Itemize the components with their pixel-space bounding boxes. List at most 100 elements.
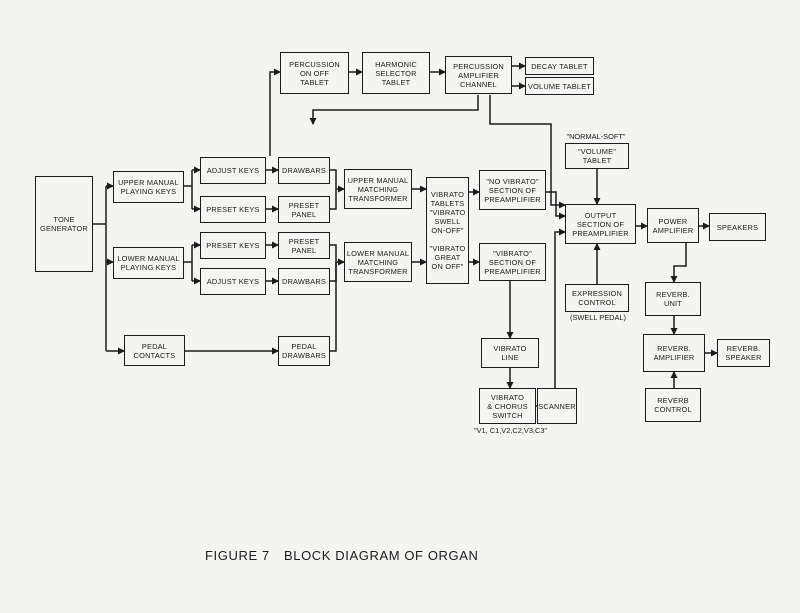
text-line: TONE xyxy=(53,215,75,224)
text-line: PRESET KEYS xyxy=(206,205,260,214)
text-line: VIBRATO xyxy=(490,392,525,402)
wire-power-reverb xyxy=(670,243,687,283)
text-line: HARMONIC xyxy=(375,59,417,69)
text-line: VOLUME TABLET xyxy=(527,81,592,91)
text-line: PANEL xyxy=(291,245,317,255)
text-line: CONTACTS xyxy=(133,350,176,360)
decay-tablet-block: DECAY TABLET xyxy=(525,57,594,75)
reverb-unit-block: REVERB.UNIT xyxy=(645,282,701,316)
text-line: CONTROL xyxy=(578,298,616,307)
text-line: SECTION OF xyxy=(576,219,625,229)
text-line: REVERB. xyxy=(656,290,690,299)
swell-pedal-label: (SWELL PEDAL) xyxy=(562,313,634,322)
wire-upper-split xyxy=(184,170,200,209)
wire-pedal-bus xyxy=(330,262,337,352)
text-line: PLAYING KEYS xyxy=(120,263,177,272)
text-line: TABLET xyxy=(300,77,329,87)
wire-scanner-output xyxy=(554,228,566,388)
text-line: AMPLIFIER xyxy=(653,353,695,362)
text-line xyxy=(446,235,448,244)
text-line: "NO VIBRATO" xyxy=(486,176,539,186)
text-line: PANEL xyxy=(291,209,317,219)
text-line: V3,C3" xyxy=(523,426,548,435)
text-line: SELECTOR xyxy=(375,68,417,78)
wire-no-output xyxy=(546,191,566,220)
text-line: CHANNEL xyxy=(460,79,497,89)
scanner-block: SCANNER xyxy=(537,388,577,424)
text-line: UPPER MANUAL xyxy=(347,175,409,185)
text-line: SWITCH xyxy=(492,410,523,420)
text-line: DRAWBARS xyxy=(281,166,327,175)
text-line: V2,C2, xyxy=(501,426,524,435)
text-line: LOWER MANUAL xyxy=(346,248,410,258)
text-line: TABLETS xyxy=(430,199,465,208)
text-line: VIBRATO xyxy=(430,190,465,199)
text-line: UPPER MANUAL xyxy=(118,178,179,187)
text-line: ON-OFF" xyxy=(431,226,464,235)
figure-number: FIGURE 7 xyxy=(205,548,270,563)
text-line: TRANSFORMER xyxy=(348,266,408,276)
text-line: (SWELL PEDAL) xyxy=(570,313,626,322)
text-line: "V1, C1, xyxy=(474,426,502,435)
text-line: MATCHING xyxy=(357,257,399,267)
text-line: SWELL xyxy=(434,217,461,226)
text-line: REVERB xyxy=(657,396,689,405)
text-line: "VIBRATO xyxy=(429,208,466,217)
reverb-amplifier-block: REVERB.AMPLIFIER xyxy=(643,334,705,372)
volume-tablet-mid-block: "VOLUME"TABLET xyxy=(565,143,629,169)
text-line: SPEAKER xyxy=(725,353,762,362)
text-line: PREAMPLIFIER xyxy=(484,194,541,204)
text-line: "VOLUME" xyxy=(577,147,617,156)
text-line: DRAWBARS xyxy=(281,277,327,286)
figure-title: BLOCK DIAGRAM OF ORGAN xyxy=(283,548,479,563)
text-line: MATCHING xyxy=(357,184,399,194)
text-line: PREAMPLIFIER xyxy=(484,266,541,276)
text-line: ON OFF" xyxy=(431,262,464,271)
text-line: PRESET KEYS xyxy=(206,241,260,250)
text-line: ADJUST KEYS xyxy=(206,166,260,175)
text-line: REVERB. xyxy=(726,344,761,353)
text-line: DRAWBARS xyxy=(281,351,327,360)
text-line: ON OFF xyxy=(299,68,330,78)
text-line: LOWER MANUAL xyxy=(117,254,180,263)
text-line: SPEAKERS xyxy=(716,222,759,232)
text-line: PRESET xyxy=(288,200,320,210)
text-line: AMPLIFIER xyxy=(652,225,694,235)
wire-amp-to-drawbars xyxy=(309,95,479,125)
text-line: PERCUSSION xyxy=(289,59,340,69)
text-line: SCANNER xyxy=(538,401,576,411)
text-line: VIBRATO xyxy=(493,344,527,353)
text-line: DECAY TABLET xyxy=(531,61,588,71)
text-line: PREAMPLIFIER xyxy=(572,228,629,238)
switch-positions-label: "V1, C1,V2,C2,V3,C3" xyxy=(474,426,547,435)
wire-lower-split xyxy=(184,245,200,281)
text-line: REVERB. xyxy=(657,344,691,353)
wire-to-percussion-onoff xyxy=(269,68,281,156)
text-line: GENERATOR xyxy=(40,224,88,233)
text-line: ADJUST KEYS xyxy=(206,277,260,286)
text-line: UNIT xyxy=(663,299,683,308)
wire-lower-bus xyxy=(330,244,344,282)
text-line: & CHORUS xyxy=(487,401,528,411)
text-line: GREAT xyxy=(434,253,461,262)
text-line: SECTION OF xyxy=(488,185,537,195)
text-line: LINE xyxy=(501,353,519,362)
text-line: PERCUSSION xyxy=(453,61,504,71)
text-line: PLAYING KEYS xyxy=(120,187,177,196)
